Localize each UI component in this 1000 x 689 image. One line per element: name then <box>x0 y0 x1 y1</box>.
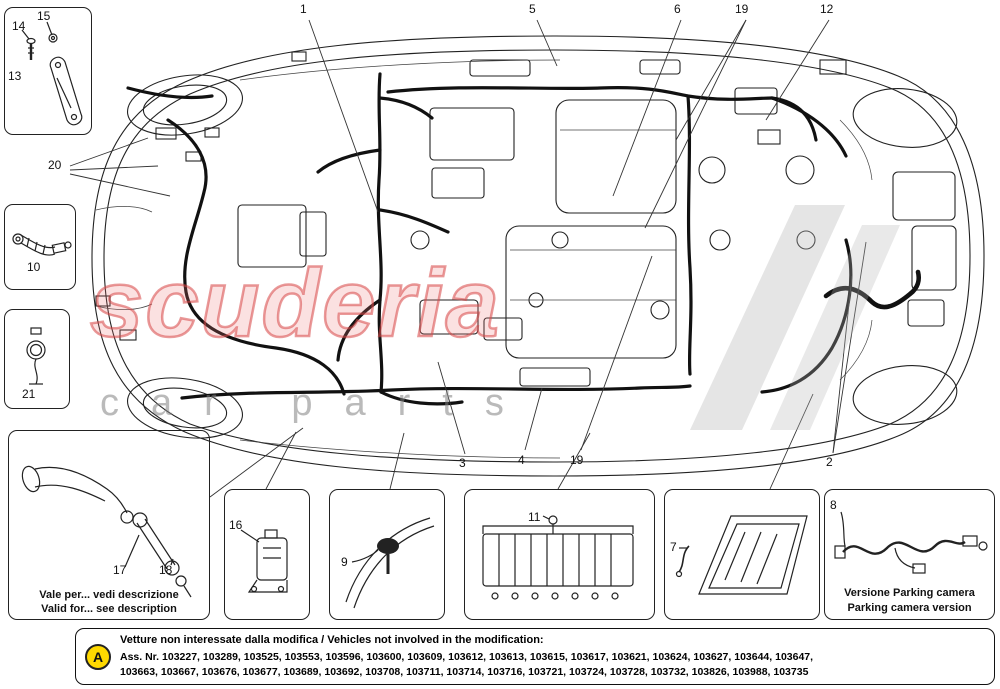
footer-note-box: A Vetture non interessate dalla modifica… <box>75 628 995 685</box>
callout-4: 4 <box>518 453 525 467</box>
detail-lines <box>95 59 873 459</box>
car-body-outline <box>91 35 985 477</box>
connector-icon <box>834 545 846 559</box>
engine-block-sketch <box>482 515 634 600</box>
valid-for-text-en: Valid for... see description <box>41 603 177 615</box>
parking-camera-text-it: Versione Parking camera <box>844 587 975 599</box>
callout-13: 13 <box>8 69 22 83</box>
inset-engine-box <box>464 489 655 620</box>
inset-trunk-box <box>664 489 820 620</box>
inset-bracket-box <box>224 489 310 620</box>
note-numbers-line2: 103663, 103667, 103676, 103677, 103689, … <box>120 666 809 678</box>
grommet-sketch <box>345 517 435 609</box>
connector-icon <box>962 535 978 547</box>
callout-12: 12 <box>820 2 834 16</box>
harness-cable-icon <box>842 539 966 555</box>
sensor-bolt-icon <box>548 515 558 525</box>
callout-19-top: 19 <box>735 2 749 16</box>
inset-clip-box <box>4 309 70 409</box>
parking-camera-text-en: Parking camera version <box>847 602 972 614</box>
inset-ground-strap-box <box>4 204 76 290</box>
suspension-arm-sketch <box>21 465 192 598</box>
camera-harness-sketch <box>834 511 988 574</box>
callout-3: 3 <box>459 456 466 470</box>
wiring-harness-rear <box>823 269 922 310</box>
ground-strap-icon <box>12 233 72 256</box>
washer-icon <box>48 33 58 43</box>
fastener-sketch <box>21 21 83 126</box>
floor-panels <box>95 51 957 387</box>
callout-20: 20 <box>48 158 62 172</box>
inset-suspension-box: Vale per... vedi descrizione Valid for..… <box>8 430 210 620</box>
grommet-icon <box>377 538 399 554</box>
cable-icon <box>678 545 690 573</box>
inset-fasteners-box <box>4 7 92 135</box>
bracket-icon <box>49 56 83 126</box>
callout-11: 11 <box>528 510 541 524</box>
callout-1: 1 <box>300 2 307 16</box>
callout-21: 21 <box>22 387 36 401</box>
callout-19-bottom: 19 <box>570 453 584 467</box>
inset-parking-camera-box: Versione Parking camera Parking camera v… <box>824 489 995 620</box>
inset-grommet-box <box>329 489 445 620</box>
callout-14: 14 <box>12 19 26 33</box>
cable-clip-icon <box>26 327 46 385</box>
callout-10: 10 <box>27 260 41 274</box>
callout-5: 5 <box>529 2 536 16</box>
note-numbers-line1: Ass. Nr. 103227, 103289, 103525, 103553,… <box>120 651 814 663</box>
note-title: Vetture non interessate dalla modifica /… <box>120 634 544 646</box>
callout-7: 7 <box>670 540 677 554</box>
callout-17: 17 <box>113 563 127 577</box>
callout-8: 8 <box>830 498 837 512</box>
callout-6: 6 <box>674 2 681 16</box>
callout-2: 2 <box>826 455 833 469</box>
callout-leader-lines <box>69 19 867 498</box>
callout-16: 16 <box>229 518 243 532</box>
screw-icon <box>26 37 36 45</box>
valid-for-text-it: Vale per... vedi descrizione <box>39 589 179 601</box>
note-badge-a: A <box>85 644 111 670</box>
bracket-sketch <box>240 529 288 593</box>
trunk-lid-sketch <box>675 515 808 595</box>
callout-15: 15 <box>37 9 51 23</box>
callout-18: 18 <box>159 563 173 577</box>
callout-9: 9 <box>341 555 348 569</box>
wiring-harness-main <box>126 72 853 406</box>
